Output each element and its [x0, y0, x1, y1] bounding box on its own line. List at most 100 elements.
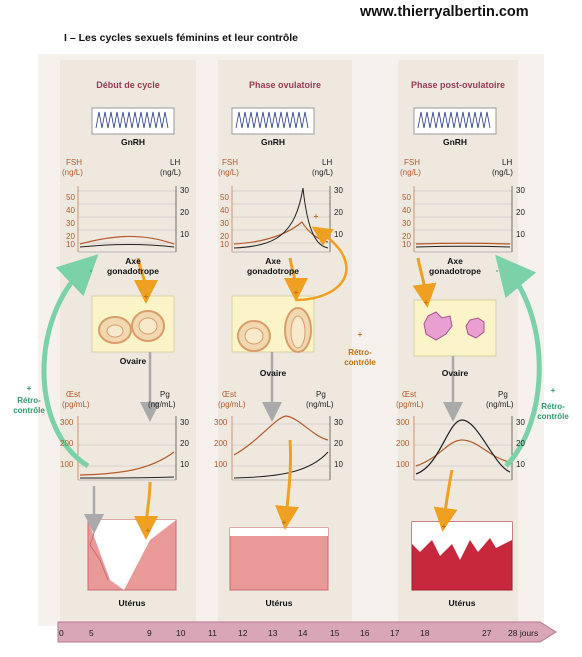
retro-plus-left: + [26, 384, 32, 393]
ovaire-label-2: Ovaire [259, 368, 287, 378]
panel-title-2: Phase ovulatoire [248, 80, 322, 90]
retro-label-center: Rétro- [348, 348, 372, 357]
oest-tick-200-1: 200 [60, 439, 74, 448]
gnrh-pulses-2 [235, 111, 309, 129]
pg-tick-30-1: 30 [180, 418, 189, 427]
timeline-day-13: 13 [268, 628, 278, 638]
gnrh-box-3 [413, 107, 497, 135]
fsh-label-2: FSH [222, 158, 238, 167]
lh-unit-3: (ng/L) [492, 168, 513, 177]
oest-pg-graph-3 [413, 416, 513, 481]
gnrh-label-3: GnRH [442, 137, 468, 147]
gnrh-label-2: GnRH [260, 137, 286, 147]
plus-marker-7: + [441, 522, 447, 531]
gonadotrope-label-3: gonadotrope [429, 266, 481, 276]
panel-title-3: Phase post-ovulatoire [410, 80, 506, 90]
uterus-box-2 [229, 527, 329, 591]
pg-tick-30-3: 30 [516, 418, 525, 427]
fsh-tick-10-2: 10 [220, 240, 229, 249]
oest-tick-300-2: 300 [214, 418, 228, 427]
panel-title-1: Début de cycle [96, 80, 160, 90]
minus-left: - [89, 266, 93, 275]
fsh-tick-30-3: 30 [402, 219, 411, 228]
ovaire-label-3: Ovaire [441, 368, 469, 378]
lh-tick-30-3: 30 [516, 186, 525, 195]
lh-tick-20-1: 20 [180, 208, 189, 217]
ovary-box-1 [91, 295, 175, 353]
lh-tick-30-2: 30 [334, 186, 343, 195]
retro-plus-right: + [550, 386, 556, 395]
pg-tick-20-1: 20 [180, 439, 189, 448]
minus-right: - [495, 266, 499, 275]
pg-tick-10-1: 10 [180, 460, 189, 469]
oest-tick-200-2: 200 [214, 439, 228, 448]
oest-curve-3 [415, 439, 511, 467]
retro-plus-center: + [357, 330, 363, 339]
pg-unit-1: (ng/mL) [148, 400, 176, 409]
gnrh-box-2 [231, 107, 315, 135]
pg-tick-10-2: 10 [334, 460, 343, 469]
ovary-box-3 [413, 299, 497, 357]
controle-label-right: contrôle [537, 412, 569, 421]
oest-label-1: Œst [66, 390, 81, 399]
oest-tick-300-1: 300 [60, 418, 74, 427]
fsh-label-1: FSH [66, 158, 82, 167]
timeline-day-9: 9 [147, 628, 152, 638]
lh-label-2: LH [322, 158, 333, 167]
fsh-tick-40-1: 40 [66, 206, 75, 215]
oest-unit-3: (pg/mL) [396, 400, 424, 409]
pg-curve-1 [79, 476, 175, 479]
fsh-tick-10-3: 10 [402, 240, 411, 249]
fsh-tick-40-2: 40 [220, 206, 229, 215]
oest-pg-graph-1 [77, 416, 177, 481]
fsh-tick-30-2: 30 [220, 219, 229, 228]
gnrh-pulses-1 [95, 111, 169, 129]
pg-unit-3: (ng/mL) [486, 400, 514, 409]
lh-tick-10-2: 10 [334, 230, 343, 239]
lh-label-3: LH [502, 158, 513, 167]
plus-marker-3: + [313, 212, 319, 221]
lh-label-1: LH [170, 158, 181, 167]
oest-unit-2: (pg/mL) [218, 400, 246, 409]
lh-curve-3 [415, 245, 511, 248]
fsh-tick-50-3: 50 [402, 193, 411, 202]
pg-tick-20-2: 20 [334, 439, 343, 448]
fsh-tick-20-1: 20 [66, 232, 75, 241]
fsh-label-3: FSH [404, 158, 420, 167]
uterus-label-1: Utérus [118, 598, 146, 608]
ovary-box-2 [231, 295, 315, 353]
plus-marker-2: + [293, 288, 299, 297]
uterus-box-3 [411, 521, 513, 591]
pg-tick-30-2: 30 [334, 418, 343, 427]
fsh-tick-20-2: 20 [220, 232, 229, 241]
fsh-tick-20-3: 20 [402, 232, 411, 241]
fsh-unit-2: (ng/L) [218, 168, 239, 177]
controle-label-left: contrôle [13, 406, 45, 415]
gnrh-box-1 [91, 107, 175, 135]
lh-unit-2: (ng/L) [312, 168, 333, 177]
pg-label-1: Pg [160, 390, 170, 399]
timeline-day-16: 16 [360, 628, 370, 638]
uterus-label-3: Utérus [448, 598, 476, 608]
uterus-box-1 [87, 519, 177, 591]
controle-label-center: contrôle [344, 358, 376, 367]
timeline-day-28: 28 jours [508, 628, 539, 638]
oest-tick-100-2: 100 [214, 460, 228, 469]
pg-curve-2 [233, 451, 329, 479]
gnrh-label-1: GnRH [120, 137, 146, 147]
oest-tick-100-1: 100 [60, 460, 74, 469]
fsh-lh-graph-3 [413, 186, 513, 253]
fsh-tick-50-2: 50 [220, 193, 229, 202]
oest-tick-300-3: 300 [396, 418, 410, 427]
timeline-day-17: 17 [390, 628, 400, 638]
oest-curve-1 [79, 451, 175, 476]
feedback-arrow-left [41, 254, 99, 469]
oest-curve-2 [233, 415, 329, 456]
fsh-unit-1: (ng/L) [62, 168, 83, 177]
fsh-curve-2 [233, 221, 329, 245]
timeline-day-15: 15 [330, 628, 340, 638]
section-title: I – Les cycles sexuels féminins et leur … [64, 32, 299, 44]
timeline-day-11: 11 [208, 628, 217, 638]
oest-tick-200-3: 200 [396, 439, 410, 448]
timeline-day-12: 12 [238, 628, 248, 638]
